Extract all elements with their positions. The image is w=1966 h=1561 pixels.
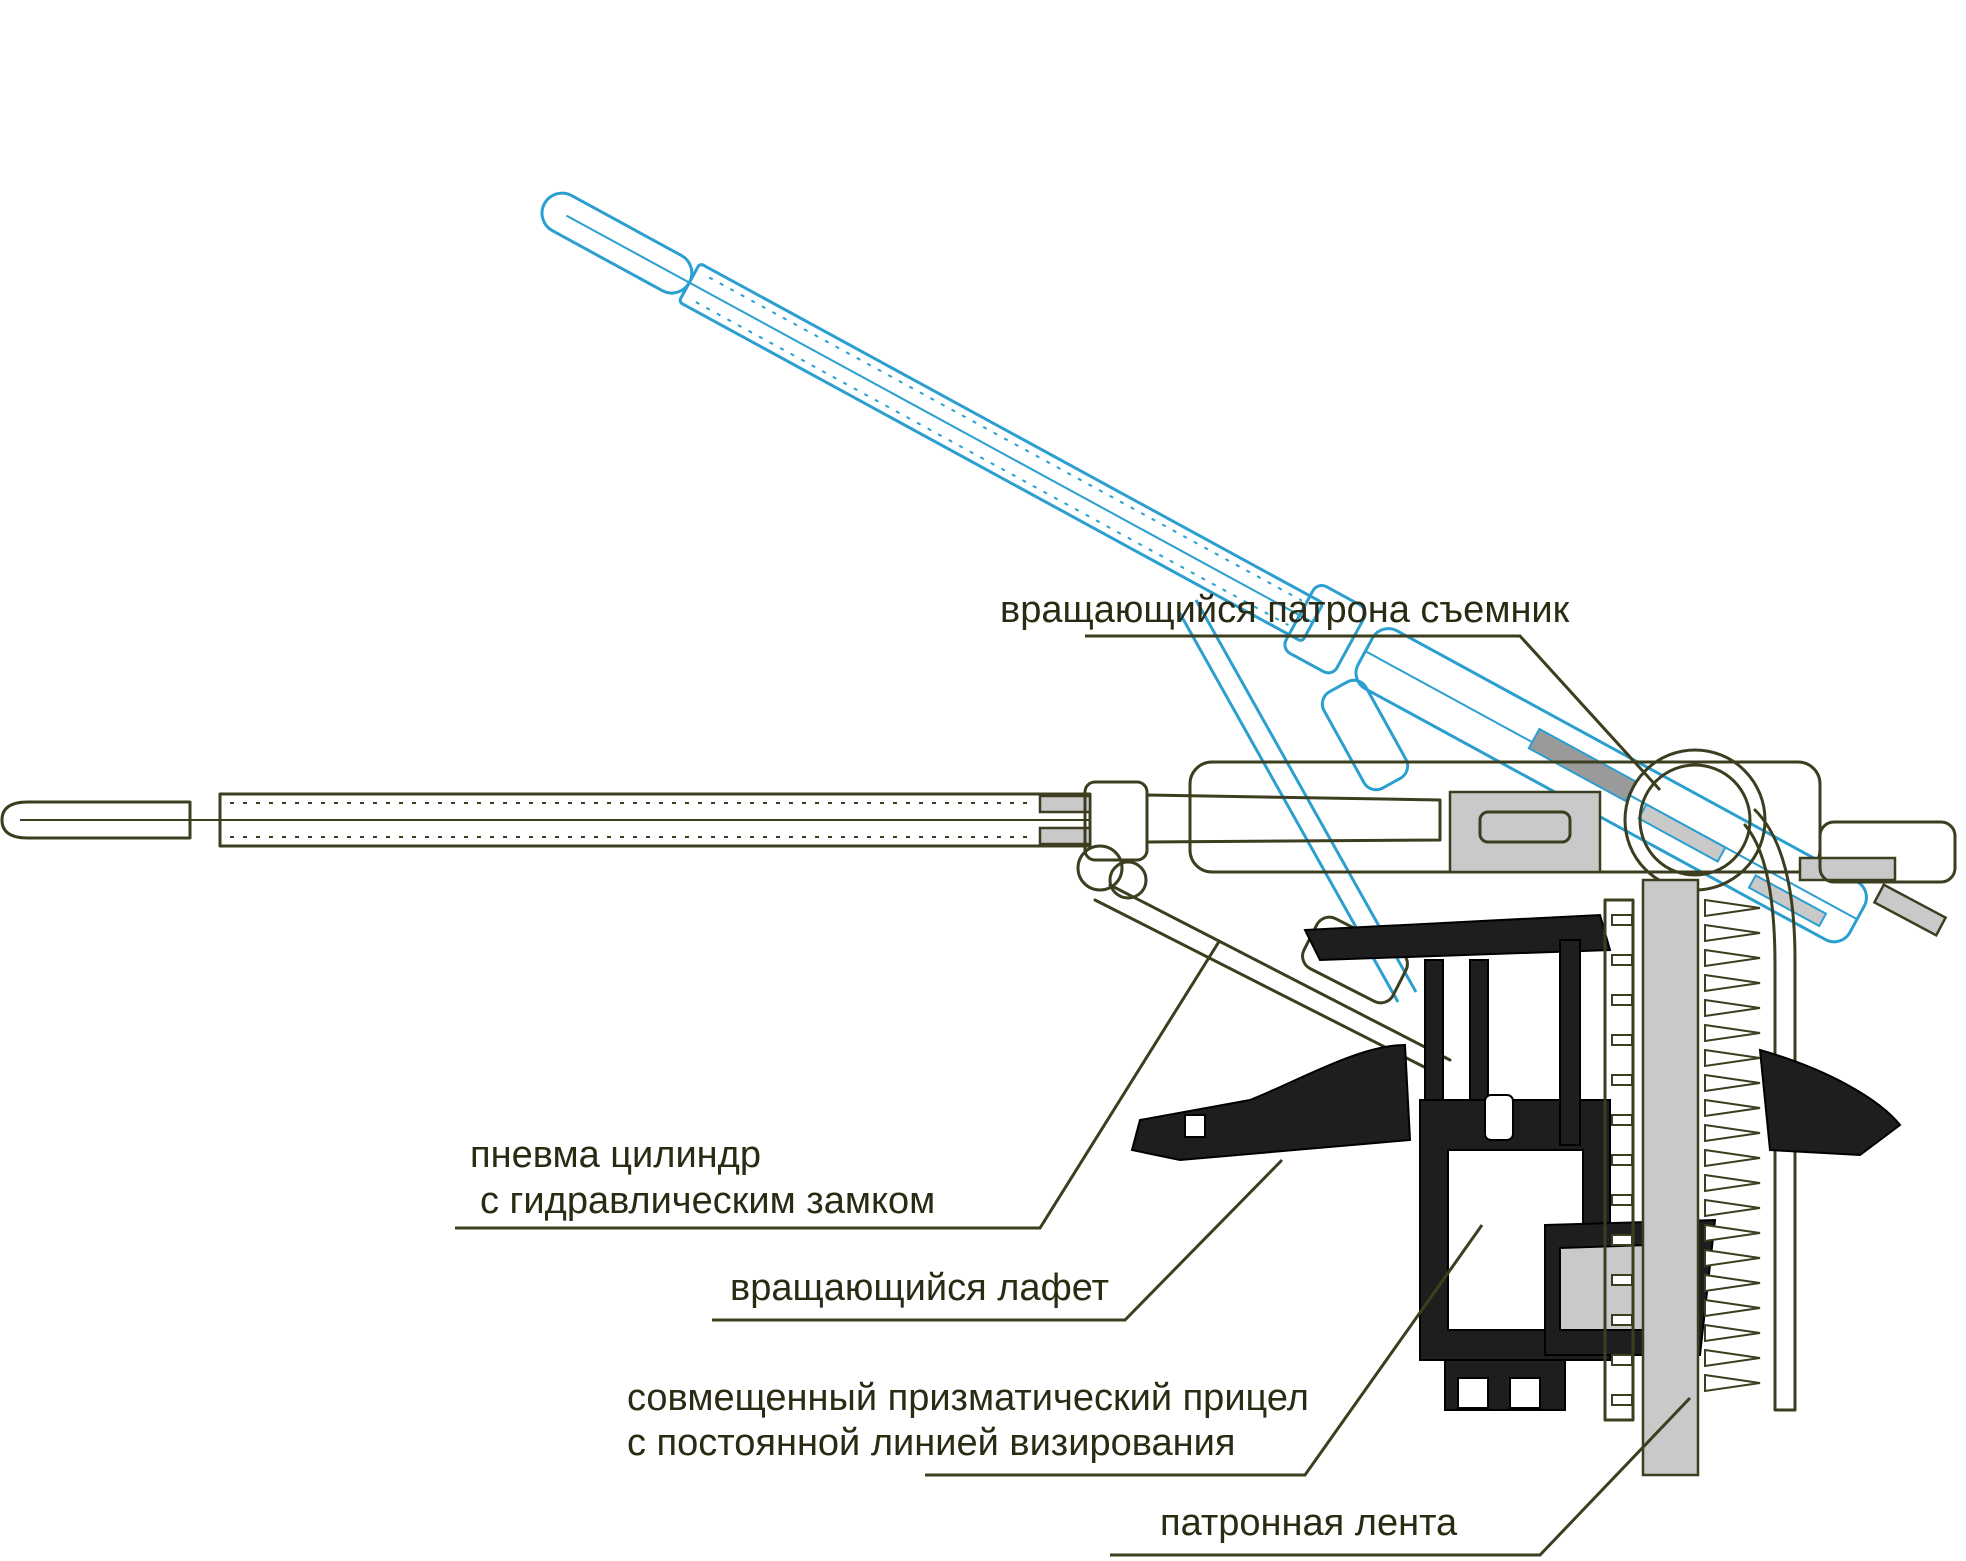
cartridge-belt bbox=[1603, 878, 1761, 1477]
rotating-carriage bbox=[1130, 913, 1902, 1411]
label-belt-text: патронная лента bbox=[1160, 1502, 1458, 1544]
label-cartridge-belt: патронная лента bbox=[1110, 1396, 1692, 1557]
label-sight-line1: совмещенный призматический прицел bbox=[627, 1377, 1309, 1419]
label-rotating-carriage: вращающийся лафет bbox=[712, 1158, 1284, 1322]
label-pneumatic-cylinder: пневма цилиндр с гидравлическим замком bbox=[455, 939, 1222, 1230]
label-sight-line2: с постоянной линией визирования bbox=[627, 1422, 1235, 1464]
label-cylinder-line1: пневма цилиндр bbox=[470, 1134, 761, 1176]
label-extractor: вращающийся патрона съемник bbox=[1000, 589, 1662, 792]
label-carriage-text: вращающийся лафет bbox=[730, 1267, 1109, 1309]
label-cylinder-line2: с гидравлическим замком bbox=[480, 1180, 935, 1222]
label-extractor-text: вращающийся патрона съемник bbox=[1000, 589, 1570, 631]
label-prismatic-sight: совмещенный призматический прицел с пост… bbox=[627, 1224, 1484, 1477]
barrel-lowered-position bbox=[0, 748, 1957, 1412]
barrel-raised-position bbox=[540, 191, 1868, 1003]
